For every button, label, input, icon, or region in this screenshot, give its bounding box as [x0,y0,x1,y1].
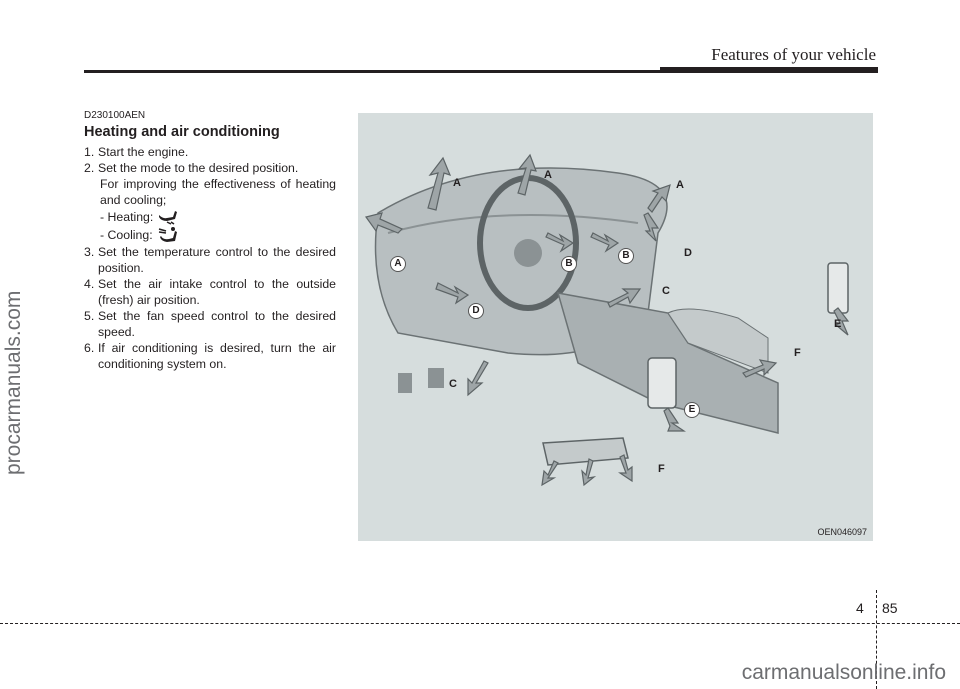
label-d-right: D [684,247,692,259]
step-text: If air conditioning is desired, turn the… [98,341,336,371]
floor-mode-icon [159,211,178,225]
step-text: Start the engine. [98,145,189,159]
label-e-side: E [834,318,842,330]
dashboard-illustration [364,153,850,487]
header-rule [84,70,878,73]
label-f-right: F [794,347,801,359]
label-b-right: B [618,248,634,264]
step-1: 1. Start the engine. [84,144,336,160]
label-a-center-top: A [544,169,552,181]
step-text: Set the air intake control to the outsid… [98,277,336,307]
heating-mode: - Heating: [84,208,336,226]
step-text: Set the fan speed control to the desired… [98,309,336,339]
step-number: 1. [84,145,95,159]
step-5: 5. Set the fan speed control to the desi… [84,308,336,340]
step-number: 4. [84,277,95,291]
label-c-right: C [662,285,670,297]
label-b-left: B [561,256,577,272]
bottom-watermark: carmanualsonline.info [741,661,946,684]
label-c-left: C [449,378,457,390]
step-4: 4. Set the air intake control to the out… [84,276,336,308]
label-a-right-top: A [676,179,684,191]
step-number: 6. [84,341,95,355]
step-3: 3. Set the temperature control to the de… [84,244,336,276]
side-watermark: procarmanuals.com [2,290,25,475]
heating-label: - Heating: [100,210,154,224]
header-rule-thick [660,67,878,73]
step-2-note: For improving the effectiveness of heati… [100,177,336,207]
label-e-console: E [684,402,700,418]
figure-code: OEN046097 [817,527,867,537]
section-heading: Heating and air conditioning [84,124,280,140]
step-6: 6. If air conditioning is desired, turn … [84,340,336,372]
face-mode-icon [158,227,177,242]
airflow-diagram: A A A A B B D D C C E E F F OEN046097 [358,113,873,541]
page-number: 85 [882,600,898,616]
label-a-left-top: A [453,177,461,189]
label-a-side: A [390,256,406,272]
cooling-label: - Cooling: [100,228,153,242]
footer-rule [0,623,960,624]
chapter-number: 4 [856,600,864,616]
label-d-left: D [468,303,484,319]
instructions-column: D230100AEN Heating and air conditioning … [84,110,336,372]
step-number: 3. [84,245,95,259]
step-2: 2. Set the mode to the desired position. [84,160,336,176]
section-title: Features of your vehicle [711,45,876,64]
cooling-mode: - Cooling: [84,226,336,244]
footer-divider [876,590,877,689]
step-number: 5. [84,309,95,323]
label-f-floor: F [658,463,665,475]
step-text: Set the temperature control to the desir… [98,245,336,275]
step-number: 2. [84,161,95,175]
step-text: Set the mode to the desired position. [98,161,299,175]
document-code: D230100AEN [84,110,146,121]
